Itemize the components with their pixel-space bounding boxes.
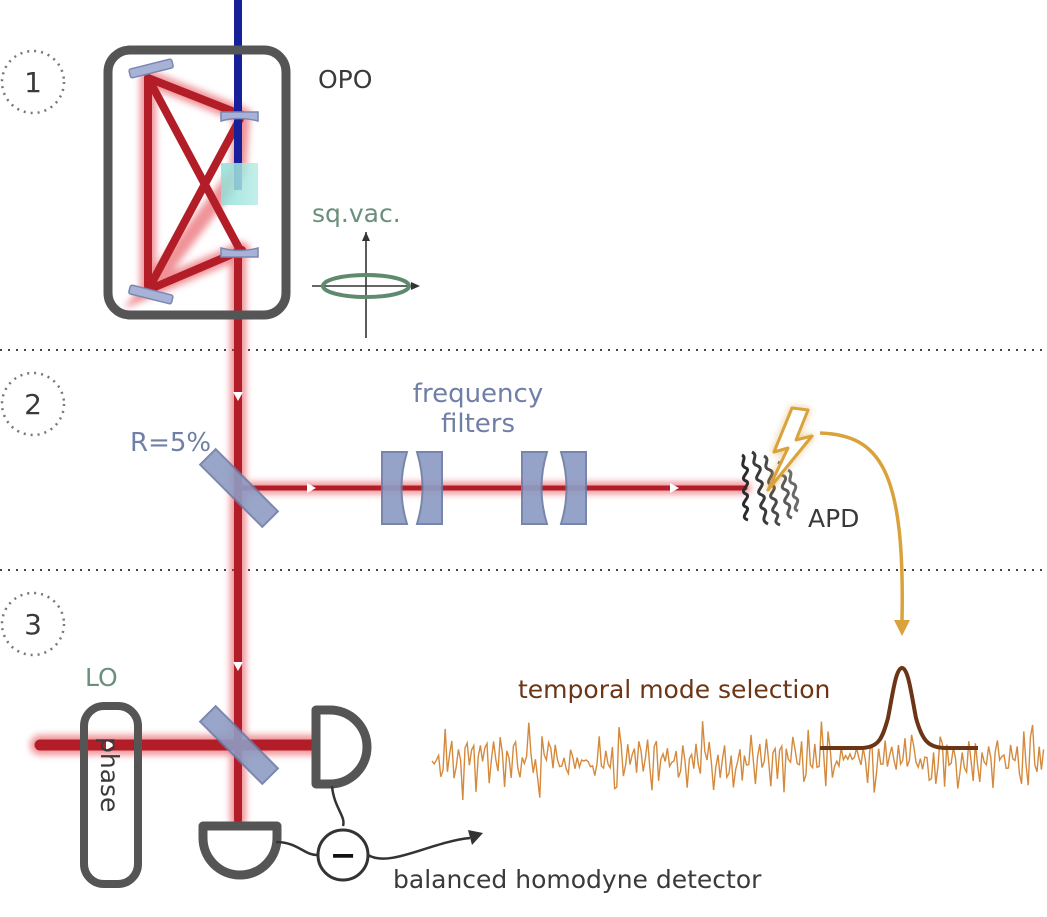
opo-flat-mirror <box>128 58 174 79</box>
opo-curved-mirror <box>220 247 259 258</box>
filters-label: frequency <box>413 379 543 409</box>
squeezed-vacuum-label: sq.vac. <box>312 199 401 228</box>
frequency-filter-cavity-2 <box>521 451 587 525</box>
homodyne-beam-splitter <box>198 704 280 786</box>
reflectivity-label: R=5% <box>130 428 211 458</box>
section-number: 1 <box>24 66 42 99</box>
phase-label: phase <box>95 737 124 812</box>
section-number: 2 <box>24 388 42 421</box>
opo-curved-mirror <box>220 111 259 122</box>
photodiode-right <box>311 705 372 789</box>
lo-label: LO <box>85 663 118 692</box>
opo-flat-mirror <box>128 284 174 305</box>
subtraction-node <box>316 828 370 882</box>
frequency-filter-cavity-1 <box>381 451 443 525</box>
beam-direction-arrows <box>106 392 679 750</box>
phase-shifter <box>80 702 142 888</box>
opo-cavity-frame <box>103 45 291 320</box>
section-marker-1: 1 <box>0 49 66 115</box>
minus-sign: − <box>330 836 357 874</box>
apd-label: APD <box>808 504 859 533</box>
trigger-arrow <box>819 431 910 636</box>
section-marker-2: 2 <box>0 371 66 437</box>
apd-detector <box>741 450 800 527</box>
detector-label: balanced homodyne detector <box>393 865 762 894</box>
section-number: 3 <box>24 608 42 641</box>
lightning-icon <box>766 406 814 492</box>
output-arrowhead <box>468 830 483 845</box>
nonlinear-crystal <box>221 163 258 205</box>
opo-label: OPO <box>318 65 372 94</box>
section-marker-3: 3 <box>0 591 66 657</box>
filters-label: filters <box>441 409 515 439</box>
temporal-mode-function <box>820 665 978 750</box>
photodiode-bottom <box>198 821 282 880</box>
squeezed-vacuum-plot <box>312 232 420 338</box>
detector-wiring <box>275 785 471 860</box>
pickoff-beam-splitter <box>198 447 280 529</box>
homodyne-signal-trace <box>431 721 1045 801</box>
temporal-mode-label: temporal mode selection <box>518 675 830 704</box>
